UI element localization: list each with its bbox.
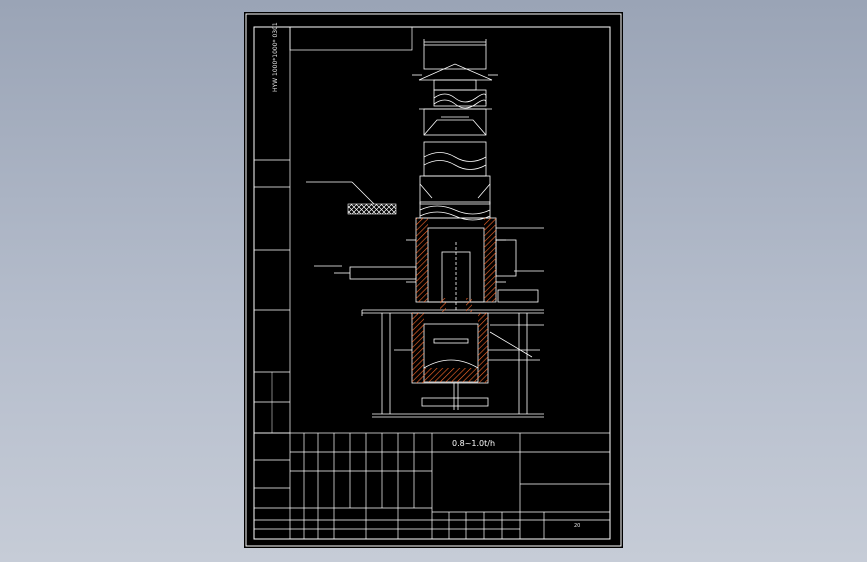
- cad-viewport[interactable]: HYW 1000*1000* 0301: [244, 12, 623, 548]
- title-block-text: 0.8~1.0t/h 20: [452, 439, 580, 529]
- top-left-box: [289, 26, 413, 51]
- capacity-label: 0.8~1.0t/h: [452, 439, 495, 448]
- left-labels-block: [254, 159, 290, 434]
- scale-value: 20: [574, 523, 580, 529]
- refractory-lining: [347, 203, 496, 383]
- side-code: HYW 1000*1000* 0301: [272, 22, 279, 92]
- outer-border: [245, 13, 622, 547]
- cad-drawing: HYW 1000*1000* 0301: [245, 13, 622, 547]
- title-block: [253, 432, 611, 540]
